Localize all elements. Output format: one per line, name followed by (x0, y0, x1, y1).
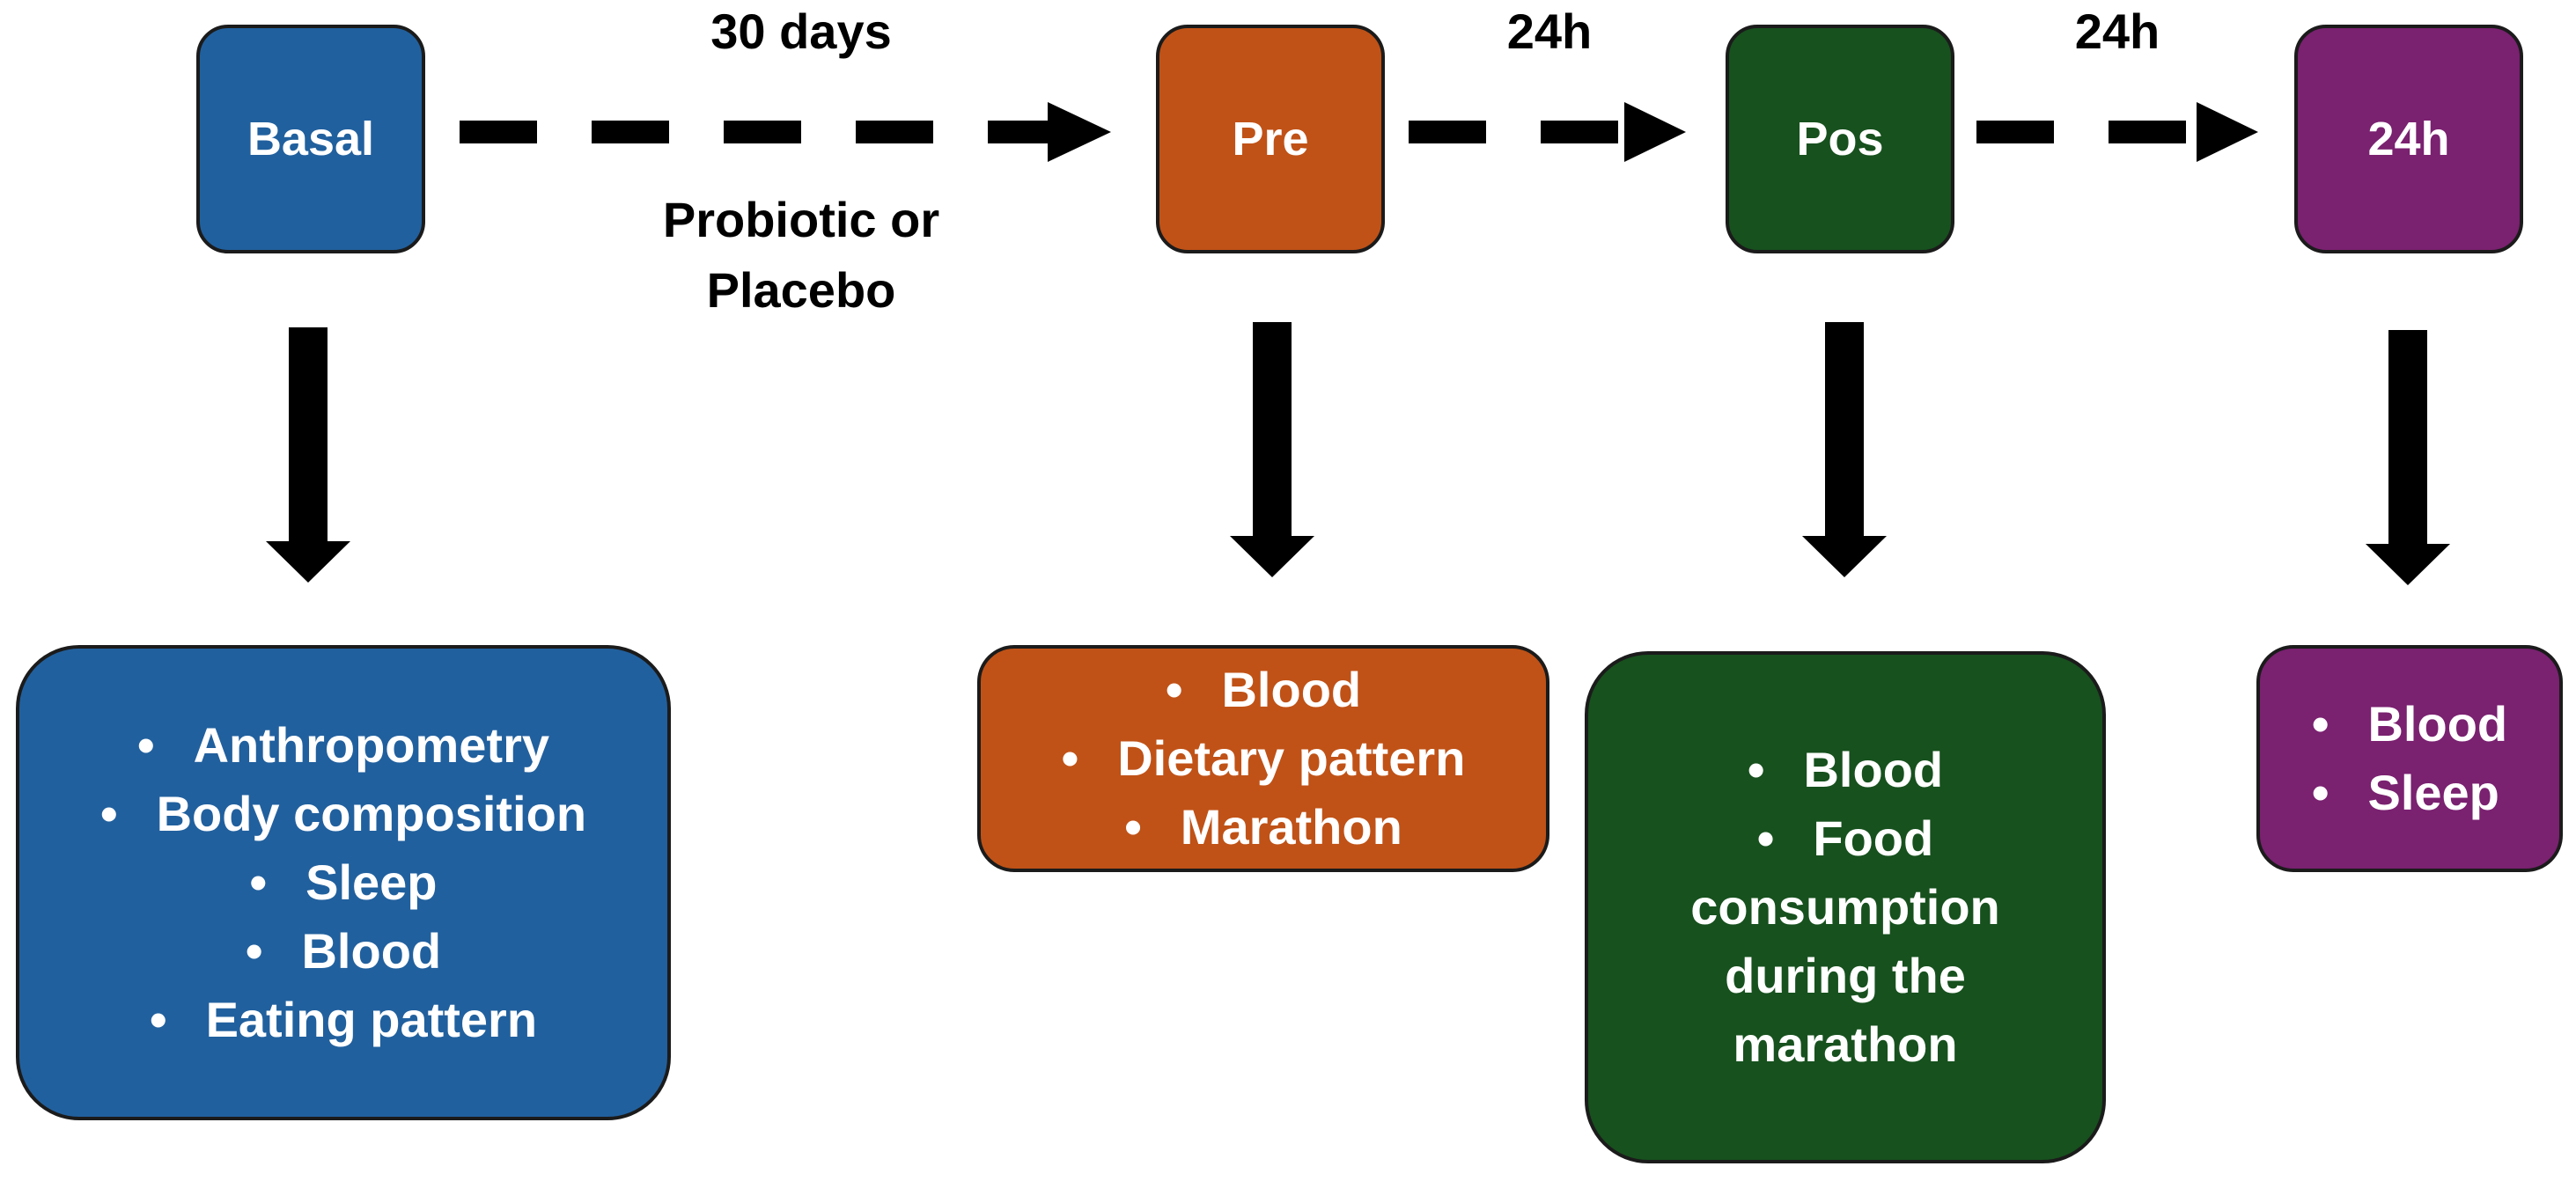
details-basal: Anthropometry Body composition Sleep Blo… (16, 645, 671, 1120)
stage-24h: 24h (2294, 25, 2523, 253)
details-basal-item: Body composition (100, 780, 586, 848)
details-24h-list: Blood Sleep (2312, 690, 2507, 827)
stage-basal-label: Basal (247, 113, 375, 165)
details-pre-item: Blood (1062, 656, 1466, 724)
stage-pos: Pos (1726, 25, 1954, 253)
stage-basal: Basal (196, 25, 425, 253)
label-24h-pos-24h: 24h (2074, 4, 2160, 59)
details-24h: Blood Sleep (2256, 645, 2563, 872)
arrow-basal-down (266, 327, 350, 583)
label-probiotic-line1: Probiotic or (662, 192, 940, 247)
details-24h-item: Blood (2312, 690, 2507, 759)
arrow-basal-to-pre (460, 102, 1111, 162)
stage-pre-label: Pre (1232, 113, 1309, 165)
details-basal-item: Sleep (100, 848, 586, 917)
details-pos-food-line4: marathon (1733, 1016, 1958, 1072)
arrow-24h-down (2366, 330, 2450, 585)
arrow-pre-down (1230, 322, 1314, 577)
details-pre: Blood Dietary pattern Marathon (977, 645, 1549, 872)
label-24h-pre-pos: 24h (1506, 4, 1593, 59)
stage-pos-label: Pos (1796, 113, 1884, 165)
details-basal-item: Eating pattern (100, 986, 586, 1054)
stage-24h-label: 24h (2367, 113, 2450, 165)
details-pos-food-line3: during the (1725, 948, 1966, 1003)
details-pos-list: Blood Food consumption during the marath… (1690, 736, 2000, 1079)
label-probiotic-placebo: Probiotic or Placebo (581, 185, 1021, 326)
details-pre-list: Blood Dietary pattern Marathon (1062, 656, 1466, 862)
label-30-days: 30 days (710, 4, 892, 59)
label-probiotic-line2: Placebo (706, 262, 896, 318)
details-pre-item: Dietary pattern (1062, 724, 1465, 793)
details-24h-item: Sleep (2312, 759, 2507, 827)
details-basal-list: Anthropometry Body composition Sleep Blo… (100, 711, 586, 1054)
details-pos: Blood Food consumption during the marath… (1585, 651, 2106, 1163)
stage-pre: Pre (1156, 25, 1385, 253)
details-pre-item: Marathon (1062, 793, 1466, 862)
arrow-pos-to-24h (1976, 102, 2258, 162)
details-basal-item: Anthropometry (100, 711, 586, 780)
details-pos-food-line2: consumption (1690, 879, 2000, 935)
arrow-pos-down (1802, 322, 1887, 577)
details-basal-item: Blood (100, 917, 586, 986)
details-pos-item-blood: Blood (1690, 736, 2000, 804)
arrow-pre-to-pos (1409, 102, 1686, 162)
details-pos-item-food: Food (1690, 804, 2000, 873)
